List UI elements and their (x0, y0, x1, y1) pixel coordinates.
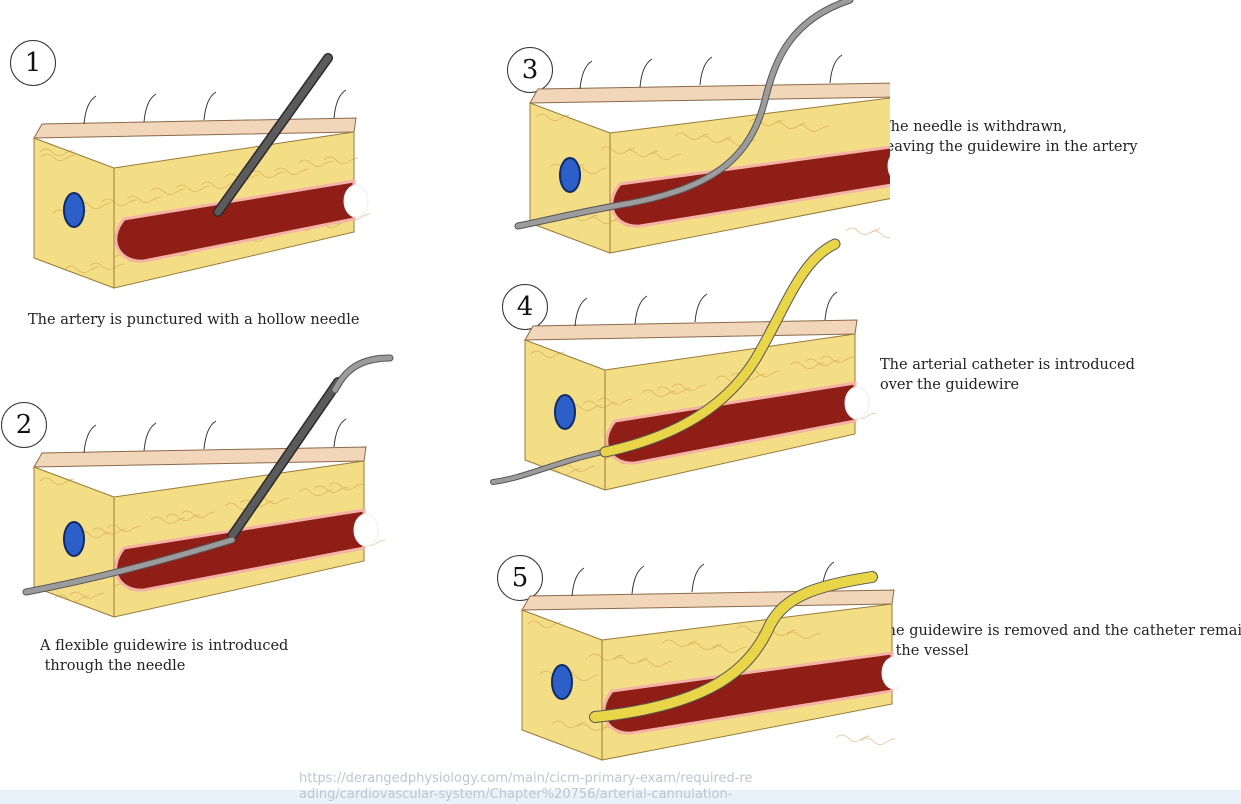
tissue-block-step-4 (490, 238, 877, 491)
skin-surface (521, 589, 895, 611)
artery (114, 508, 366, 592)
step-4-badge: 4 (502, 284, 548, 330)
vein (559, 157, 581, 193)
artery-opening (881, 656, 900, 690)
vein (63, 192, 85, 228)
step-5-caption: The guidewire is removed and the cathete… (877, 623, 1241, 659)
source-url: https://derangedphysiology.com/main/cicm… (299, 771, 753, 802)
vein (554, 394, 576, 430)
hair (579, 60, 593, 90)
hair (694, 293, 708, 323)
hair (203, 420, 217, 450)
artery (602, 651, 894, 735)
tissue-block-step-5 (521, 561, 900, 761)
step-2-badge: 2 (1, 402, 47, 448)
artery-opening (343, 184, 369, 218)
hair (83, 424, 97, 454)
catheter-icon (590, 572, 877, 722)
hair (574, 297, 588, 327)
needle-shaft (214, 54, 332, 216)
step-4-caption: The arterial catheter is introduced over… (880, 357, 1135, 393)
vein (551, 664, 573, 700)
hair (699, 56, 713, 86)
skin-surface (529, 82, 890, 104)
catheter-icon (600, 239, 840, 457)
artery-opening (353, 513, 379, 547)
step-3-badge: 3 (507, 47, 553, 93)
artery (605, 381, 857, 465)
guidewire-tail (491, 450, 605, 484)
hair (829, 54, 843, 84)
hair (824, 291, 838, 321)
artery-opening (844, 386, 870, 420)
skin-surface (524, 319, 858, 341)
skin-surface (33, 446, 367, 468)
step-3-caption: The needle is withdrawn, leaving the gui… (881, 119, 1138, 155)
artery-opening (887, 156, 890, 176)
tissue-block-step-3 (514, 0, 890, 254)
guidewire-icon (515, 0, 853, 229)
step-1-caption: The artery is punctured with a hollow ne… (28, 312, 360, 328)
artery (114, 179, 356, 263)
artery (610, 145, 890, 228)
tissue-block-step-2 (22, 354, 394, 618)
tissue-block-step-1 (33, 53, 371, 289)
hair (631, 565, 645, 595)
hair (571, 567, 585, 597)
hair (83, 95, 97, 125)
step-5-badge: 5 (497, 555, 543, 601)
skin-surface (33, 117, 357, 139)
hair (143, 93, 157, 123)
guidewire-tail (23, 537, 235, 595)
hair (203, 91, 217, 121)
hair (634, 295, 648, 325)
guidewire-icon (332, 355, 393, 393)
vein (63, 521, 85, 557)
url-strip (0, 790, 1241, 804)
hair (333, 418, 347, 448)
hair (691, 563, 705, 593)
hair (333, 89, 347, 119)
needle-shaft (228, 378, 342, 540)
hair (143, 422, 157, 452)
hair (639, 58, 653, 88)
step-1-badge: 1 (10, 40, 56, 86)
step-2-caption: A flexible guidewire is introduced throu… (40, 638, 289, 674)
